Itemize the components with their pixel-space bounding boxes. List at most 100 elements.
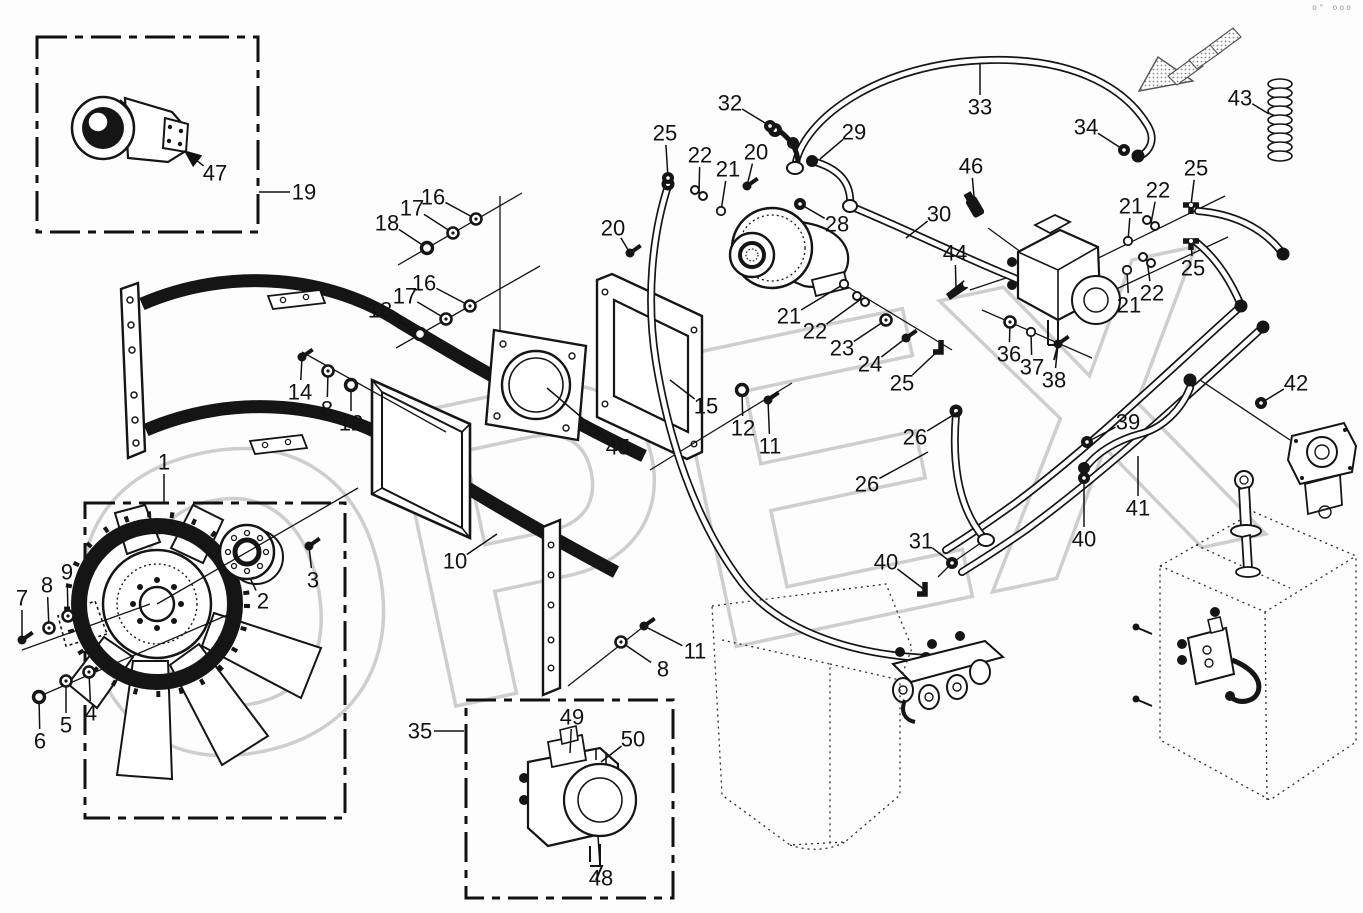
callout-number: 2	[257, 589, 269, 614]
bolt-part-glyph	[1053, 334, 1070, 349]
callout-number: 4	[85, 701, 97, 726]
callout-number: 47	[203, 161, 227, 186]
callout-6: 6	[31, 689, 47, 754]
callout-28: 28	[794, 198, 849, 237]
callout-number: 31	[909, 529, 933, 554]
callout-layer: 4719123987456101481216171816171820451512…	[16, 64, 1308, 891]
oring-part-glyph	[1121, 264, 1133, 276]
callout-37: 37	[1020, 326, 1044, 380]
callout-42: 42	[1255, 371, 1308, 409]
callout-44: 44	[943, 241, 969, 300]
washer-part-glyph	[82, 665, 96, 679]
callout-33: 33	[968, 64, 992, 120]
bolt-part-glyph	[901, 328, 918, 343]
callout-number: 5	[60, 713, 72, 738]
callout-25: 25	[890, 340, 944, 396]
callout-number: 40	[1072, 527, 1096, 552]
callout-40: 40	[1072, 472, 1096, 552]
nut-part-glyph	[31, 689, 47, 705]
callout-number: 22	[688, 143, 712, 168]
callout-number: 40	[874, 550, 898, 575]
callout-16: 16	[412, 271, 477, 313]
callout-number: 26	[855, 472, 879, 497]
corner-mark: o° ooo	[1312, 3, 1353, 12]
oring-part-glyph	[838, 278, 850, 290]
detail-box-35	[464, 698, 675, 900]
elbow-part-glyph	[933, 340, 944, 355]
callout-32: 32	[718, 91, 776, 132]
prev-page-arrow-icon	[1137, 27, 1242, 92]
callout-number: 18	[368, 298, 392, 323]
plug-part-glyph	[963, 191, 985, 218]
nut-part-glyph	[419, 240, 435, 256]
callout-49: 49	[560, 705, 584, 754]
washer-part-glyph	[439, 312, 453, 326]
callout-number: 29	[842, 120, 866, 145]
callout-number: 16	[421, 185, 445, 210]
hub-flange-2	[218, 523, 284, 585]
callout-20: 20	[742, 140, 768, 191]
callout-8: 8	[41, 573, 56, 635]
callout-2: 2	[249, 577, 269, 614]
callout-number: 18	[375, 211, 399, 236]
nut-part-glyph	[343, 377, 359, 393]
fitting-part-glyph	[1078, 472, 1090, 484]
callout-29: 29	[819, 120, 866, 160]
callout-number: 33	[968, 95, 992, 120]
callout-19: 19	[259, 180, 316, 205]
callout-number: 25	[1184, 156, 1208, 181]
fitting-part-glyph	[794, 198, 806, 210]
callout-10: 10	[443, 533, 498, 574]
fitting-part-glyph	[1255, 397, 1267, 409]
valve-manifold	[891, 631, 1006, 724]
callout-number: 9	[61, 560, 73, 585]
callout-number: 24	[858, 352, 882, 377]
callout-number: 22	[1140, 281, 1164, 306]
callout-number: 7	[16, 586, 28, 611]
oring-part-glyph	[1122, 235, 1134, 247]
callout-45: 45	[546, 387, 630, 460]
callout-number: 30	[927, 202, 951, 227]
bolt-part-glyph	[625, 243, 642, 258]
tandem-pump	[1007, 214, 1121, 361]
callout-9: 9	[61, 560, 75, 623]
detail-box-19	[35, 35, 260, 234]
callout-17: 17	[400, 196, 460, 240]
callout-number: 17	[400, 196, 424, 221]
callout-22: 22	[803, 291, 870, 344]
washer-part-glyph	[321, 364, 335, 378]
callout-number: 16	[412, 271, 436, 296]
tee-part-glyph	[1183, 202, 1199, 214]
sensor-part-glyph	[946, 280, 969, 300]
callout-22: 22	[688, 143, 712, 201]
callout-40: 40	[874, 550, 928, 597]
callout-21: 21	[1117, 264, 1141, 318]
nut-part-glyph	[734, 382, 750, 398]
oring-part-glyph	[715, 205, 727, 217]
callout-3: 3	[304, 536, 321, 593]
callout-20: 20	[601, 216, 642, 258]
washer-part-glyph	[446, 226, 460, 240]
callout-number: 50	[621, 727, 645, 752]
callout-18: 18	[375, 211, 435, 256]
callout-number: 17	[393, 284, 417, 309]
callout-21: 21	[777, 278, 850, 329]
callout-number: 23	[830, 336, 854, 361]
callout-number: 8	[321, 397, 333, 422]
washer-part-glyph	[42, 621, 56, 635]
flange-plate-45	[484, 328, 588, 442]
bolt-part-glyph	[17, 630, 34, 645]
callout-number: 41	[1126, 496, 1150, 521]
callout-number: 36	[997, 342, 1021, 367]
callout-50: 50	[600, 727, 645, 763]
callout-25: 25	[653, 121, 677, 184]
callout-number: 14	[288, 380, 312, 405]
callout-number: 3	[307, 568, 319, 593]
callout-22: 22	[1142, 178, 1170, 231]
callout-number: 10	[443, 549, 467, 574]
callout-1: 1	[158, 450, 170, 502]
callout-38: 38	[1042, 334, 1070, 393]
callout-35: 35	[408, 719, 464, 744]
